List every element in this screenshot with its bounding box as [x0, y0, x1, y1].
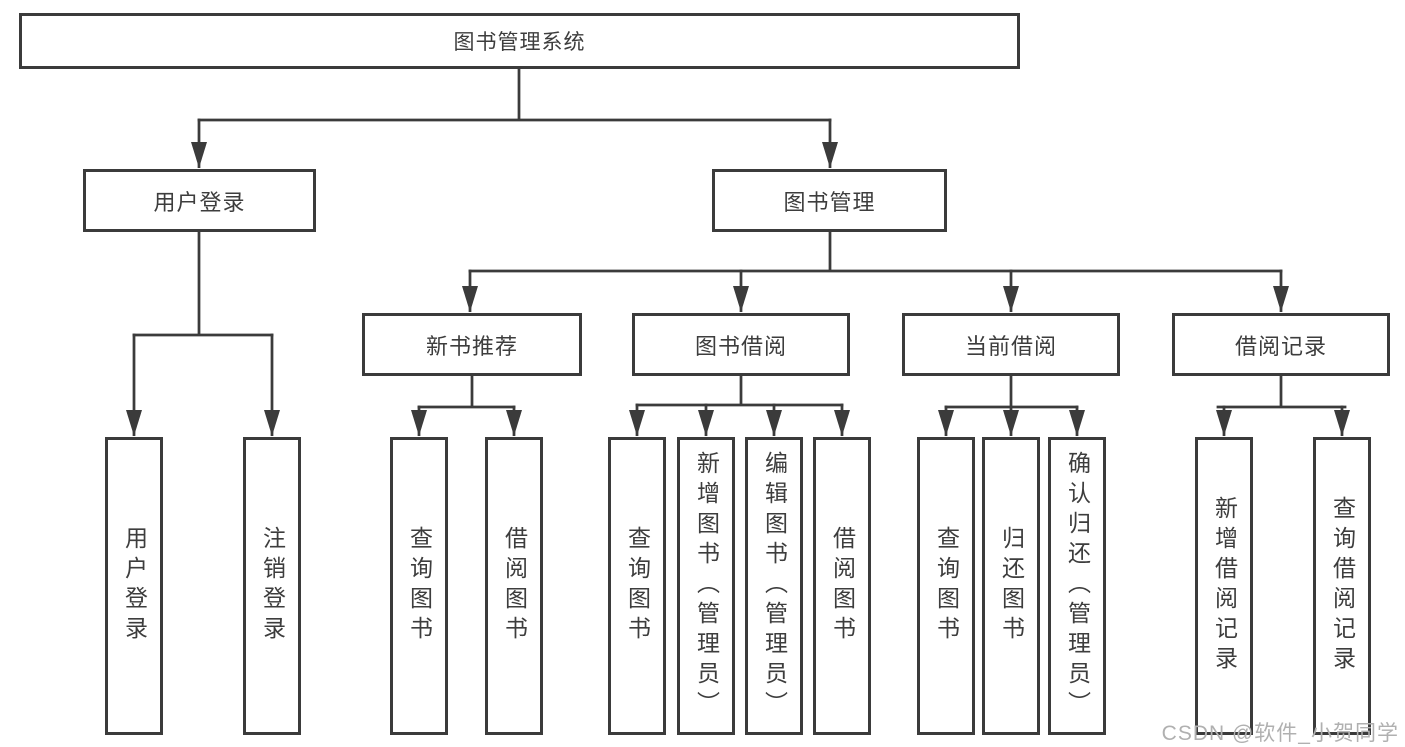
leaf-return-book: 归还图书	[982, 437, 1040, 735]
connector-user-login-to-leaves	[126, 232, 280, 436]
node-current-borrow-label: 当前借阅	[964, 333, 1057, 359]
leaf-borrow-books-recommend-label: 借阅图书	[501, 526, 528, 646]
csdn-watermark: CSDN @软件_小贺同学	[1161, 722, 1399, 745]
leaf-query-books-current-label: 查询图书	[933, 526, 960, 646]
leaf-query-books-recommend-label: 查询图书	[406, 526, 433, 646]
connector-borrow-records-to-leaves	[1216, 376, 1350, 436]
node-book-management: 图书管理	[712, 169, 947, 232]
leaf-add-book-admin: 新增图书（管理员）	[677, 437, 735, 735]
leaf-add-borrow-record: 新增借阅记录	[1195, 437, 1253, 735]
connector-new-book-rec-to-leaves	[411, 376, 522, 436]
leaf-logout-login: 注销登录	[243, 437, 301, 735]
connector-current-borrow-to-leaves	[938, 376, 1085, 436]
leaf-query-books-current: 查询图书	[917, 437, 975, 735]
leaf-edit-book-admin: 编辑图书（管理员）	[745, 437, 803, 735]
leaf-add-book-admin-label: 新增图书（管理员）	[693, 451, 720, 721]
node-user-login-label: 用户登录	[153, 189, 246, 215]
connector-book-borrow-to-leaves	[629, 376, 850, 436]
node-book-borrow: 图书借阅	[632, 313, 850, 376]
leaf-user-login: 用户登录	[105, 437, 163, 735]
leaf-edit-book-admin-label: 编辑图书（管理员）	[761, 451, 788, 721]
leaf-return-book-label: 归还图书	[998, 526, 1025, 646]
connector-root-to-level2	[191, 69, 838, 168]
node-borrow-records: 借阅记录	[1172, 313, 1390, 376]
node-book-management-label: 图书管理	[783, 189, 876, 215]
node-root: 图书管理系统	[19, 13, 1020, 69]
leaf-logout-login-label: 注销登录	[259, 526, 286, 646]
leaf-confirm-return-admin: 确认归还（管理员）	[1048, 437, 1106, 735]
node-root-label: 图书管理系统	[453, 31, 586, 54]
leaf-query-books-recommend: 查询图书	[390, 437, 448, 735]
leaf-user-login-label: 用户登录	[121, 526, 148, 646]
leaf-borrow-books-recommend: 借阅图书	[485, 437, 543, 735]
connector-book-mgmt-to-level3	[462, 232, 1289, 312]
leaf-query-books-borrow: 查询图书	[608, 437, 666, 735]
leaf-borrow-books-label: 借阅图书	[829, 526, 856, 646]
leaf-query-borrow-record: 查询借阅记录	[1313, 437, 1371, 735]
leaf-query-borrow-record-label: 查询借阅记录	[1329, 496, 1356, 676]
node-new-book-recommend-label: 新书推荐	[425, 333, 518, 359]
node-user-login: 用户登录	[83, 169, 316, 232]
node-borrow-records-label: 借阅记录	[1234, 333, 1327, 359]
node-book-borrow-label: 图书借阅	[694, 333, 787, 359]
leaf-borrow-books: 借阅图书	[813, 437, 871, 735]
node-current-borrow: 当前借阅	[902, 313, 1120, 376]
leaf-query-books-borrow-label: 查询图书	[624, 526, 651, 646]
leaf-add-borrow-record-label: 新增借阅记录	[1211, 496, 1238, 676]
node-new-book-recommend: 新书推荐	[362, 313, 582, 376]
leaf-confirm-return-admin-label: 确认归还（管理员）	[1064, 451, 1091, 721]
